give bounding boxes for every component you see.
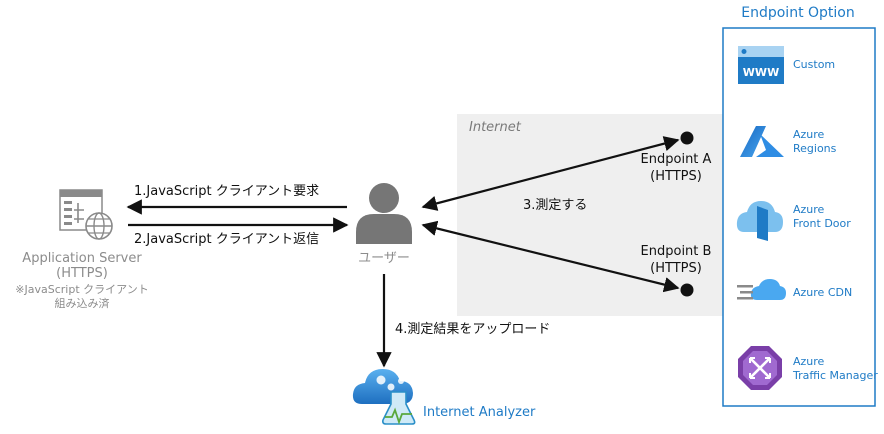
option-custom-label: Custom	[793, 58, 835, 71]
option-cdn-label: Azure CDN	[793, 286, 852, 299]
option-frontdoor-label-2: Front Door	[793, 217, 851, 230]
step2-label: 2.JavaScript クライアント返信	[134, 232, 319, 247]
analyzer-label: Internet Analyzer	[423, 405, 536, 420]
www-icon: WWW	[738, 46, 784, 84]
user-label: ユーザー	[358, 251, 410, 266]
front-door-icon	[736, 201, 783, 241]
endpoint-a-name: Endpoint A	[641, 152, 712, 167]
endpoint-b-dot	[680, 283, 694, 297]
option-traffic-label-2: Traffic Manager	[792, 369, 878, 382]
app-server-title: Application Server	[22, 251, 142, 266]
endpoint-a-dot	[680, 131, 694, 145]
step1-label: 1.JavaScript クライアント要求	[134, 184, 319, 199]
app-server-protocol: (HTTPS)	[56, 266, 108, 281]
step3-label: 3.測定する	[523, 198, 587, 213]
traffic-manager-icon	[738, 346, 782, 390]
endpoint-option-title: Endpoint Option	[741, 5, 854, 21]
option-frontdoor-label-1: Azure	[793, 203, 825, 216]
option-traffic-label-1: Azure	[793, 355, 825, 368]
step3-arrow-a	[421, 136, 680, 211]
endpoint-a-protocol: (HTTPS)	[650, 169, 702, 184]
app-server-note-line1: ※JavaScript クライアント	[15, 283, 148, 296]
application-server-icon	[59, 189, 113, 240]
svg-text:WWW: WWW	[743, 66, 779, 79]
app-server-note-line2: 組み込み済	[55, 296, 110, 310]
step4-label: 4.測定結果をアップロード	[395, 322, 550, 337]
internet-zone-label: Internet	[469, 120, 522, 135]
internet-analyzer-icon	[352, 369, 416, 425]
endpoint-b-name: Endpoint B	[641, 244, 712, 259]
option-regions-label-2: Regions	[793, 142, 837, 155]
step3-arrow-b	[421, 220, 680, 293]
azure-icon	[740, 126, 784, 157]
option-regions-label-1: Azure	[793, 128, 825, 141]
user-icon	[356, 183, 412, 244]
endpoint-b-protocol: (HTTPS)	[650, 261, 702, 276]
cdn-icon	[737, 279, 786, 300]
